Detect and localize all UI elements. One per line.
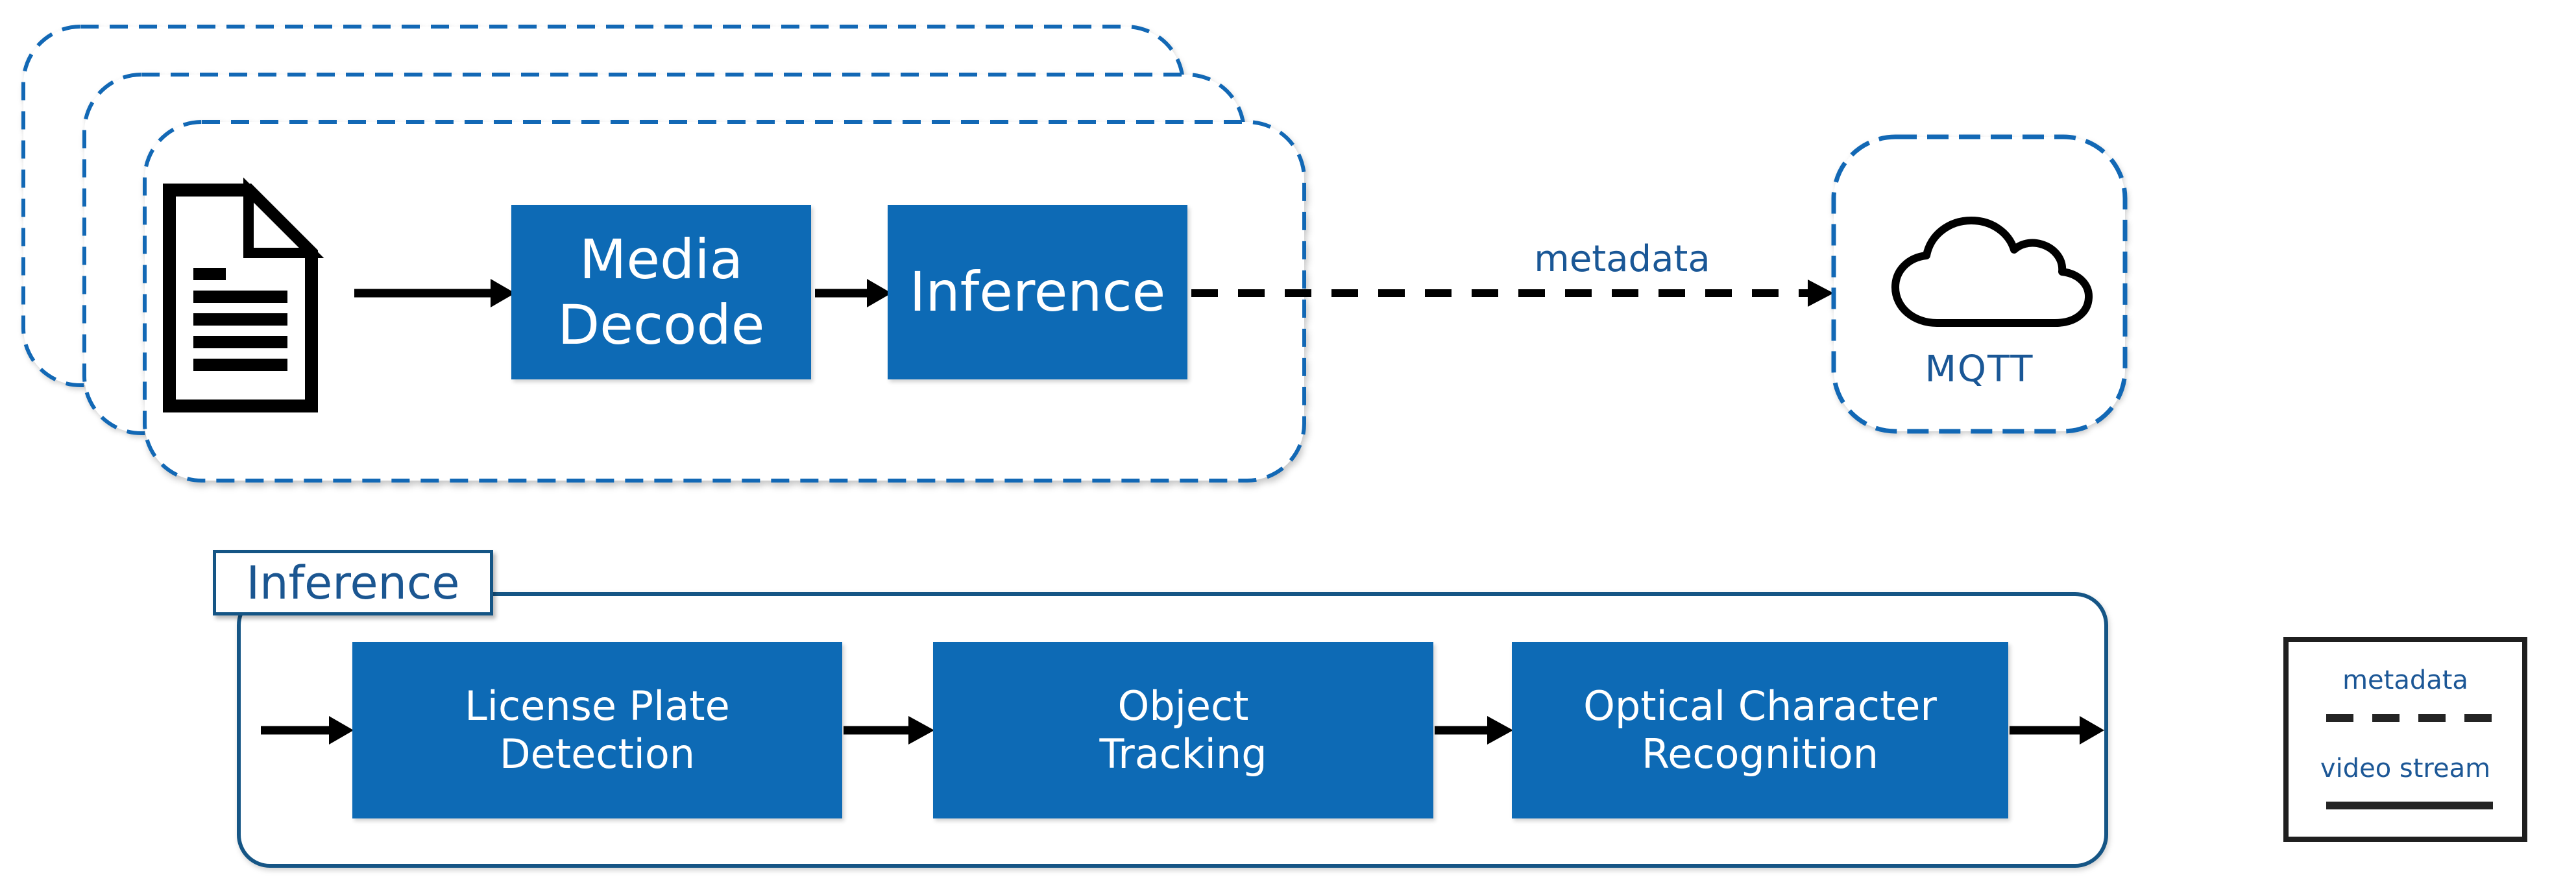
legend: metadata video stream — [2283, 637, 2527, 842]
media-decode-stage: Media Decode — [511, 205, 811, 379]
license-plate-detection-stage: License Plate Detection — [352, 642, 842, 818]
metadata-arrow-label: metadata — [1534, 238, 1710, 280]
inference-detail-title: Inference — [213, 550, 493, 615]
arrow-metadata-to-mqtt — [1191, 280, 1834, 307]
legend-solid-line-sample — [2326, 802, 2493, 809]
cloud-icon — [1891, 217, 2093, 327]
arrow-tracking-to-ocr — [1435, 716, 1513, 745]
inference-detail-title-text: Inference — [246, 556, 460, 610]
arrow-entry-to-lpd — [261, 716, 354, 745]
inference-stage: Inference — [888, 205, 1187, 379]
arrow-media-decode-to-inference — [815, 279, 892, 307]
arrow-source-to-media-decode — [354, 279, 515, 307]
document-icon — [163, 177, 324, 412]
legend-metadata-label: metadata — [2342, 665, 2468, 695]
ocr-stage: Optical Character Recognition — [1512, 642, 2008, 818]
legend-video-stream-label: video stream — [2320, 754, 2491, 783]
arrow-ocr-exit — [2010, 716, 2104, 745]
object-tracking-stage: Object Tracking — [933, 642, 1433, 818]
arrow-lpd-to-tracking — [844, 716, 934, 745]
mqtt-label: MQTT — [1925, 348, 2034, 390]
legend-dashed-line-sample — [2326, 714, 2493, 722]
